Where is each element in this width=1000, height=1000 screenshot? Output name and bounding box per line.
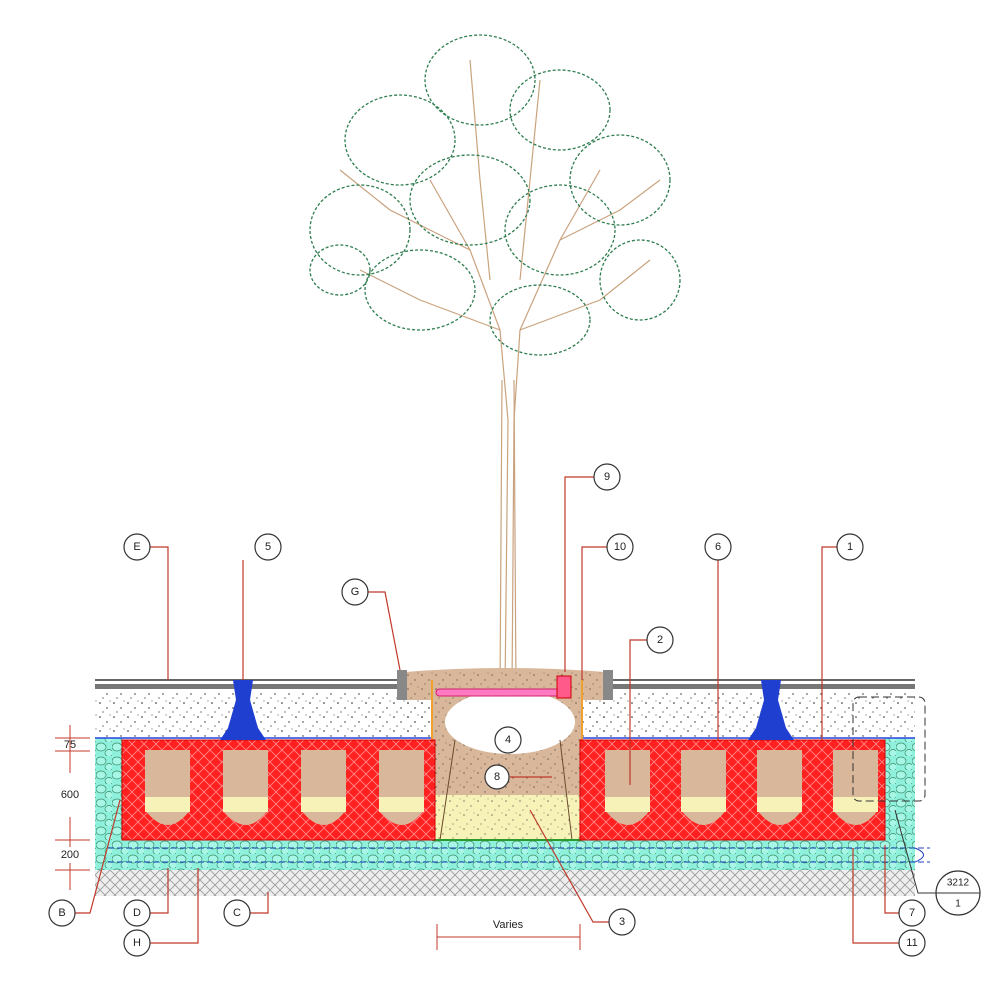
soil-cells-right bbox=[579, 739, 886, 841]
guy-line bbox=[439, 739, 456, 841]
cell-void bbox=[833, 750, 878, 825]
callout-label: 9 bbox=[604, 471, 610, 483]
cell-void bbox=[681, 750, 726, 825]
callout-10: 10 bbox=[606, 533, 634, 561]
callout-2: 2 bbox=[646, 626, 674, 654]
section-reference[interactable]: 3212 1 bbox=[935, 870, 981, 916]
callout-6: 6 bbox=[704, 533, 732, 561]
callout-label: G bbox=[351, 586, 360, 598]
callout-label: 8 bbox=[494, 771, 500, 783]
callout-E: E bbox=[123, 533, 151, 561]
callout-label: 4 bbox=[505, 734, 511, 746]
callout-label: H bbox=[133, 937, 141, 949]
callout-label: 10 bbox=[614, 541, 626, 553]
cell-void bbox=[301, 750, 346, 825]
dimension-200: 200 bbox=[61, 849, 79, 861]
callout-B: B bbox=[48, 899, 76, 927]
detail-boundary bbox=[852, 696, 926, 802]
gravel-edge-left bbox=[95, 738, 123, 840]
tree-branches bbox=[339, 59, 661, 691]
callout-label: 2 bbox=[657, 634, 663, 646]
tree bbox=[309, 34, 681, 691]
callout-label: 11 bbox=[906, 937, 917, 949]
varies-dimension bbox=[436, 924, 581, 950]
gravel-edge-right bbox=[884, 738, 915, 840]
tree-canopy bbox=[309, 34, 681, 356]
dimension-600: 600 bbox=[61, 789, 79, 801]
root-ball bbox=[445, 690, 575, 754]
riser-right bbox=[748, 680, 794, 740]
guy-line bbox=[559, 739, 573, 841]
callout-1: 1 bbox=[836, 533, 864, 561]
subgrade bbox=[95, 868, 915, 896]
callout-H: H bbox=[123, 929, 151, 957]
dim-mask bbox=[56, 773, 84, 817]
drain-pipe-end bbox=[914, 847, 924, 863]
callout-11: 11 bbox=[898, 929, 926, 957]
cell-void bbox=[605, 750, 650, 825]
irrigation-pipe bbox=[435, 688, 567, 697]
callout-label: C bbox=[233, 907, 241, 919]
callout-3: 3 bbox=[608, 908, 636, 936]
callout-label: B bbox=[58, 907, 65, 919]
callout-label: 1 bbox=[847, 541, 853, 553]
callout-G: G bbox=[341, 578, 369, 606]
dimension-varies: Varies bbox=[493, 919, 524, 931]
gravel-base-layer bbox=[95, 838, 915, 870]
dimension-75: 75 bbox=[64, 739, 76, 751]
callout-5: 5 bbox=[254, 533, 282, 561]
section-sheet-number: 3212 bbox=[947, 878, 970, 889]
callout-label: E bbox=[133, 541, 140, 553]
soil-cells-left bbox=[121, 739, 436, 841]
callout-C: C bbox=[223, 899, 251, 927]
callout-label: 5 bbox=[265, 541, 271, 553]
irrigation-inlet bbox=[556, 675, 572, 699]
callout-8: 8 bbox=[484, 764, 510, 790]
dim-mask bbox=[56, 847, 84, 863]
cell-void bbox=[145, 750, 190, 825]
kerb-right bbox=[603, 670, 613, 700]
cell-void bbox=[757, 750, 802, 825]
tree-trunk bbox=[499, 379, 517, 691]
cell-void bbox=[223, 750, 268, 825]
section-detail-number: 1 bbox=[955, 899, 961, 910]
cell-void bbox=[379, 750, 424, 825]
leader-lines bbox=[75, 476, 936, 944]
callout-4: 4 bbox=[494, 726, 522, 754]
callout-9: 9 bbox=[593, 463, 621, 491]
callout-label: 3 bbox=[619, 916, 625, 928]
callout-D: D bbox=[123, 899, 151, 927]
kerb-left bbox=[397, 670, 407, 700]
callout-label: D bbox=[133, 907, 141, 919]
callout-7: 7 bbox=[898, 899, 926, 927]
callout-label: 6 bbox=[715, 541, 721, 553]
callout-label: 7 bbox=[909, 907, 915, 919]
riser-left bbox=[220, 680, 266, 740]
